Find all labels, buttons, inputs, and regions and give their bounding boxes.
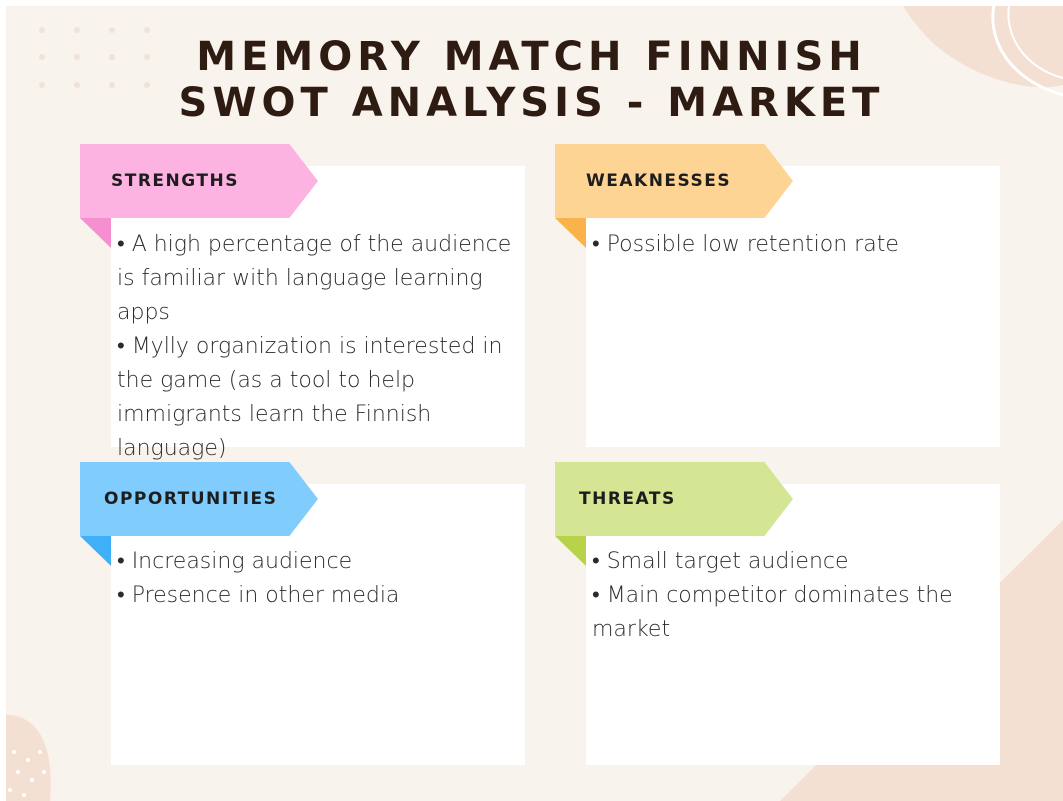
title-line-2: SWOT ANALYSIS - MARKET — [178, 80, 885, 126]
threats-item: • Main competitor dominates the market — [592, 583, 953, 642]
opportunities-item: • Increasing audience — [117, 549, 353, 574]
weaknesses-label: WEAKNESSES — [586, 171, 732, 191]
title-line-1: MEMORY MATCH FINNISH — [196, 34, 867, 80]
opportunities-label: OPPORTUNITIES — [104, 489, 278, 509]
weaknesses-item: • Possible low retention rate — [592, 232, 899, 257]
strengths-item: • Mylly organization is interested in th… — [117, 334, 503, 461]
threats-tag: THREATS — [555, 462, 793, 536]
opportunities-tag-fold — [80, 536, 111, 566]
page-title: MEMORY MATCH FINNISH SWOT ANALYSIS - MAR… — [0, 34, 1063, 126]
opportunities-tag: OPPORTUNITIES — [80, 462, 318, 536]
threats-item: • Small target audience — [592, 549, 849, 574]
strengths-label: STRENGTHS — [111, 171, 239, 191]
strengths-item: • A high percentage of the audience is f… — [117, 232, 512, 325]
weaknesses-tag-fold — [555, 218, 586, 248]
strengths-tag: STRENGTHS — [80, 144, 318, 218]
strengths-list: • A high percentage of the audience is f… — [117, 228, 525, 466]
weaknesses-tag: WEAKNESSES — [555, 144, 793, 218]
opportunities-list: • Increasing audience • Presence in othe… — [117, 545, 517, 613]
strengths-tag-fold — [80, 218, 111, 248]
threats-list: • Small target audience • Main competito… — [592, 545, 972, 647]
weaknesses-list: • Possible low retention rate — [592, 228, 992, 262]
threats-tag-fold — [555, 536, 586, 566]
threats-label: THREATS — [579, 489, 676, 509]
opportunities-item: • Presence in other media — [117, 583, 400, 608]
